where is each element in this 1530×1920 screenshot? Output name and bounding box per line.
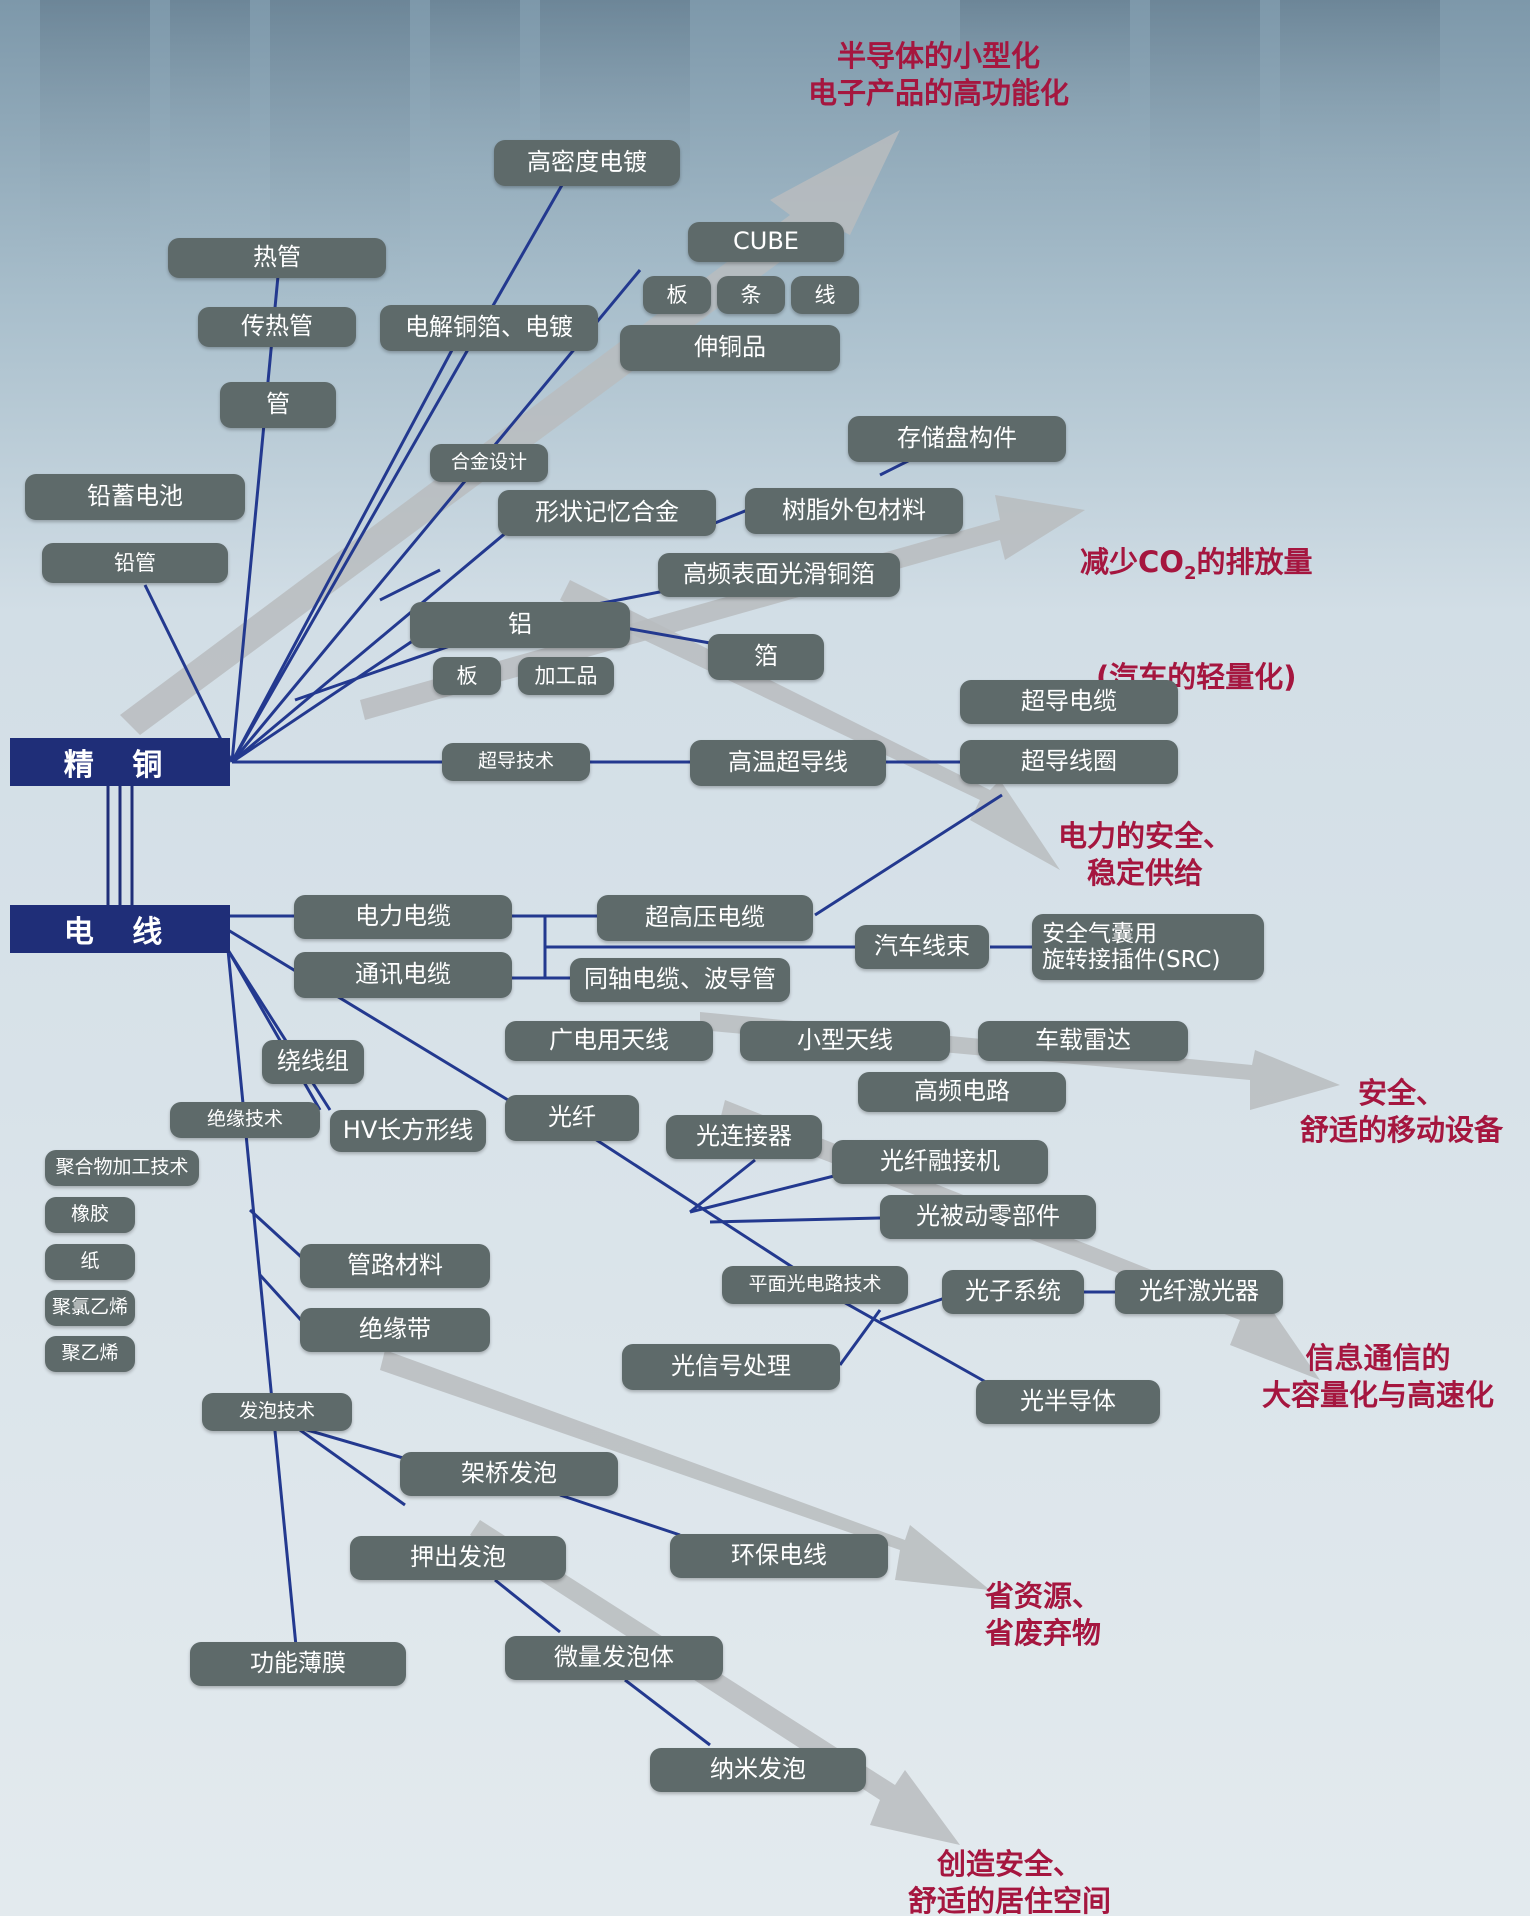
node-broadcast-antenna: 广电用天线 xyxy=(505,1021,713,1061)
node-micro-foam: 微量发泡体 xyxy=(505,1636,723,1680)
node-coax: 同轴电缆、波导管 xyxy=(570,958,790,1002)
node-lead-battery: 铅蓄电池 xyxy=(25,474,245,520)
goal-resources: 省资源、 省废弃物 xyxy=(985,1579,1102,1651)
node-sc-coil: 超导线圈 xyxy=(960,740,1178,784)
node-paper: 纸 xyxy=(45,1244,135,1280)
node-car-radar: 车载雷达 xyxy=(978,1021,1188,1061)
node-planar-lightwave: 平面光电路技术 xyxy=(722,1266,908,1304)
node-heat-pipe: 热管 xyxy=(168,238,386,278)
node-polymer-tech: 聚合物加工技术 xyxy=(45,1150,199,1186)
node-aluminum: 铝 xyxy=(410,602,630,648)
goal-mobile: 安全、 舒适的移动设备 xyxy=(1300,1076,1504,1148)
node-shape-memory: 形状记忆合金 xyxy=(498,490,716,536)
node-airbag-src: 安全气囊用 旋转接插件(SRC) xyxy=(1032,914,1264,980)
node-plate-copper: 板 xyxy=(643,276,711,314)
node-hv-rect: HV长方形线 xyxy=(330,1110,486,1152)
node-plate-aluminum: 板 xyxy=(433,657,501,695)
node-alloy-design: 合金设计 xyxy=(430,444,548,482)
node-insulation-tech: 绝缘技术 xyxy=(170,1102,320,1138)
node-hf-circuit: 高频电路 xyxy=(858,1072,1066,1112)
goal-living: 创造安全、 舒适的居住空间 xyxy=(908,1847,1112,1919)
node-nano-foam: 纳米发泡 xyxy=(650,1748,866,1792)
node-sc-tech: 超导技术 xyxy=(442,743,590,781)
node-pvc: 聚氯乙烯 xyxy=(45,1290,135,1326)
node-photonic-system: 光子系统 xyxy=(942,1270,1084,1314)
node-passive-parts: 光被动零部件 xyxy=(880,1195,1096,1239)
node-ehv-cable: 超高压电缆 xyxy=(597,895,813,941)
node-rubber: 橡胶 xyxy=(45,1197,135,1233)
node-resin-clad: 树脂外包材料 xyxy=(745,488,963,534)
city-silhouette xyxy=(40,0,1440,330)
node-extrusion-foam: 押出发泡 xyxy=(350,1536,566,1580)
node-pipe-material: 管路材料 xyxy=(300,1244,490,1288)
node-heat-transfer-tube: 传热管 xyxy=(198,307,356,347)
arrow-resources xyxy=(380,1350,990,1590)
node-fiber: 光纤 xyxy=(505,1095,639,1141)
node-power-cable: 电力电缆 xyxy=(294,895,512,939)
node-functional-film: 功能薄膜 xyxy=(190,1642,406,1686)
node-eco-wire: 环保电线 xyxy=(670,1534,888,1578)
node-insulating-tape: 绝缘带 xyxy=(300,1308,490,1352)
node-comm-cable: 通讯电缆 xyxy=(294,952,512,998)
node-foam-tech: 发泡技术 xyxy=(202,1393,352,1431)
node-foil: 箔 xyxy=(708,634,824,680)
goal-semiconductor: 半导体的小型化 电子产品的高功能化 xyxy=(808,39,1070,111)
node-pe: 聚乙烯 xyxy=(45,1336,135,1372)
node-signal-processing: 光信号处理 xyxy=(622,1344,840,1390)
node-connector: 光连接器 xyxy=(666,1115,822,1159)
node-fusion-splicer: 光纤融接机 xyxy=(832,1140,1048,1184)
node-small-antenna: 小型天线 xyxy=(740,1021,950,1061)
copper-root: 精 铜 xyxy=(10,738,230,786)
node-strip: 条 xyxy=(717,276,785,314)
node-storage-disk: 存储盘构件 xyxy=(848,416,1066,462)
node-winding: 绕线组 xyxy=(262,1040,364,1084)
goal-co2: 减少CO2的排放量 (汽车的轻量化) xyxy=(1080,545,1313,695)
node-high-density-plating: 高密度电镀 xyxy=(494,140,680,186)
arrow-power xyxy=(560,580,1060,870)
node-auto-harness: 汽车线束 xyxy=(855,925,989,969)
node-opto-semiconductor: 光半导体 xyxy=(976,1380,1160,1424)
node-cube: CUBE xyxy=(688,222,844,262)
goal-power: 电力的安全、 稳定供给 xyxy=(1058,819,1233,891)
node-wire-product: 线 xyxy=(791,276,859,314)
node-lead-tube: 铅管 xyxy=(42,543,228,583)
wire-root: 电 线 xyxy=(10,905,230,953)
node-sc-cable: 超导电缆 xyxy=(960,680,1178,724)
node-fiber-laser: 光纤激光器 xyxy=(1115,1270,1283,1314)
node-processed: 加工品 xyxy=(518,657,614,695)
goal-telecom: 信息通信的 大容量化与高速化 xyxy=(1262,1341,1495,1413)
node-ht-sc-wire: 高温超导线 xyxy=(690,740,886,786)
node-rolled-copper: 伸铜品 xyxy=(620,325,840,371)
node-electrolytic-foil: 电解铜箔、电镀 xyxy=(380,305,598,351)
node-tube: 管 xyxy=(220,382,336,428)
node-hf-smooth-foil: 高频表面光滑铜箔 xyxy=(658,553,900,597)
node-crosslink-foam: 架桥发泡 xyxy=(400,1452,618,1496)
